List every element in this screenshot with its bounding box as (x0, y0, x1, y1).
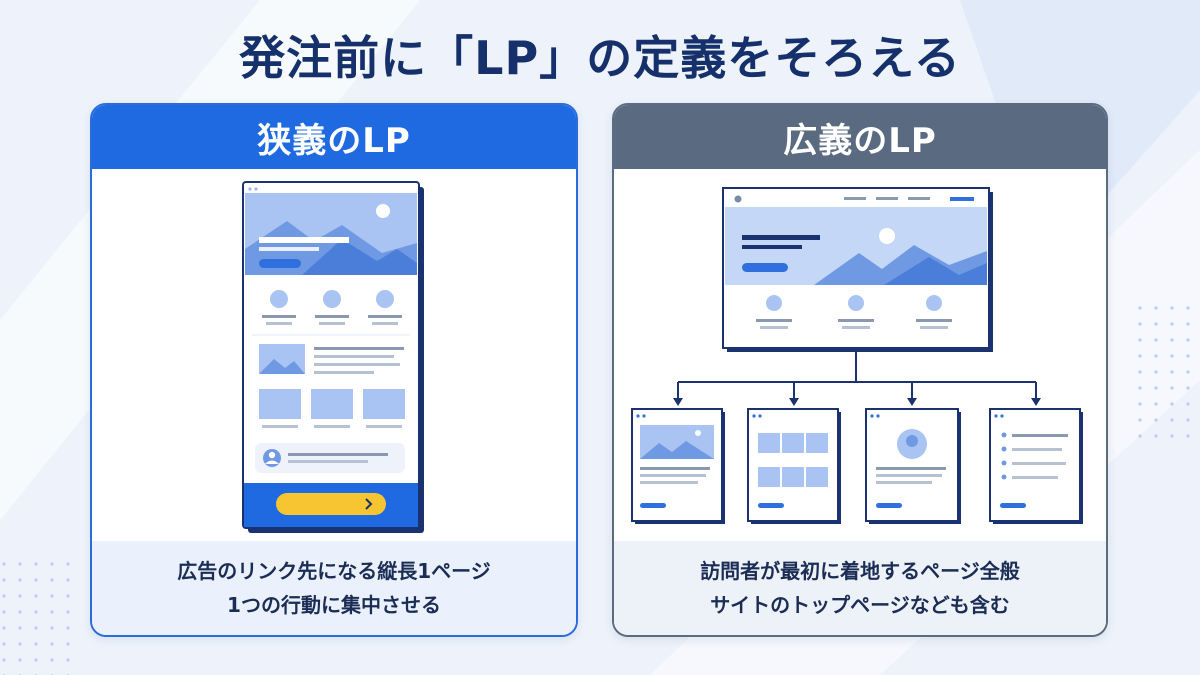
narrow-lp-caption-line2: 1つの行動に集中させる (227, 593, 441, 617)
chevron-right-icon (365, 498, 373, 510)
page-title: 発注前に「LP」の定義をそろえる (239, 31, 961, 85)
mountain-sun-icon (814, 228, 987, 285)
broad-lp-caption-line2: サイトのトップページなども含む (710, 593, 1010, 617)
narrow-lp-caption: 広告のリンク先になる縦長1ページ 1つの行動に集中させる (92, 541, 576, 635)
child-page-grid (747, 408, 841, 524)
narrow-lp-heading: 狭義のLP (92, 105, 576, 169)
child-page-profile (865, 408, 961, 524)
site-tree-illustration (631, 187, 1083, 524)
user-avatar-icon (263, 449, 281, 467)
narrow-lp-panel: 狭義のLP (90, 103, 578, 637)
broad-lp-caption-line1: 訪問者が最初に着地するページ全般 (700, 559, 1020, 583)
child-page-article (631, 408, 725, 524)
broad-lp-heading: 広義のLP (614, 105, 1106, 169)
browser-dots-icon (248, 187, 258, 191)
arrow-down-icon (673, 398, 1041, 406)
narrow-lp-caption-line1: 広告のリンク先になる縦長1ページ (177, 559, 491, 583)
broad-lp-caption: 訪問者が最初に着地するページ全般 サイトのトップページなども含む (614, 541, 1106, 635)
vertical-lp-illustration (242, 181, 424, 533)
broad-lp-panel: 広義のLP (612, 103, 1108, 637)
child-page-list (989, 408, 1083, 524)
